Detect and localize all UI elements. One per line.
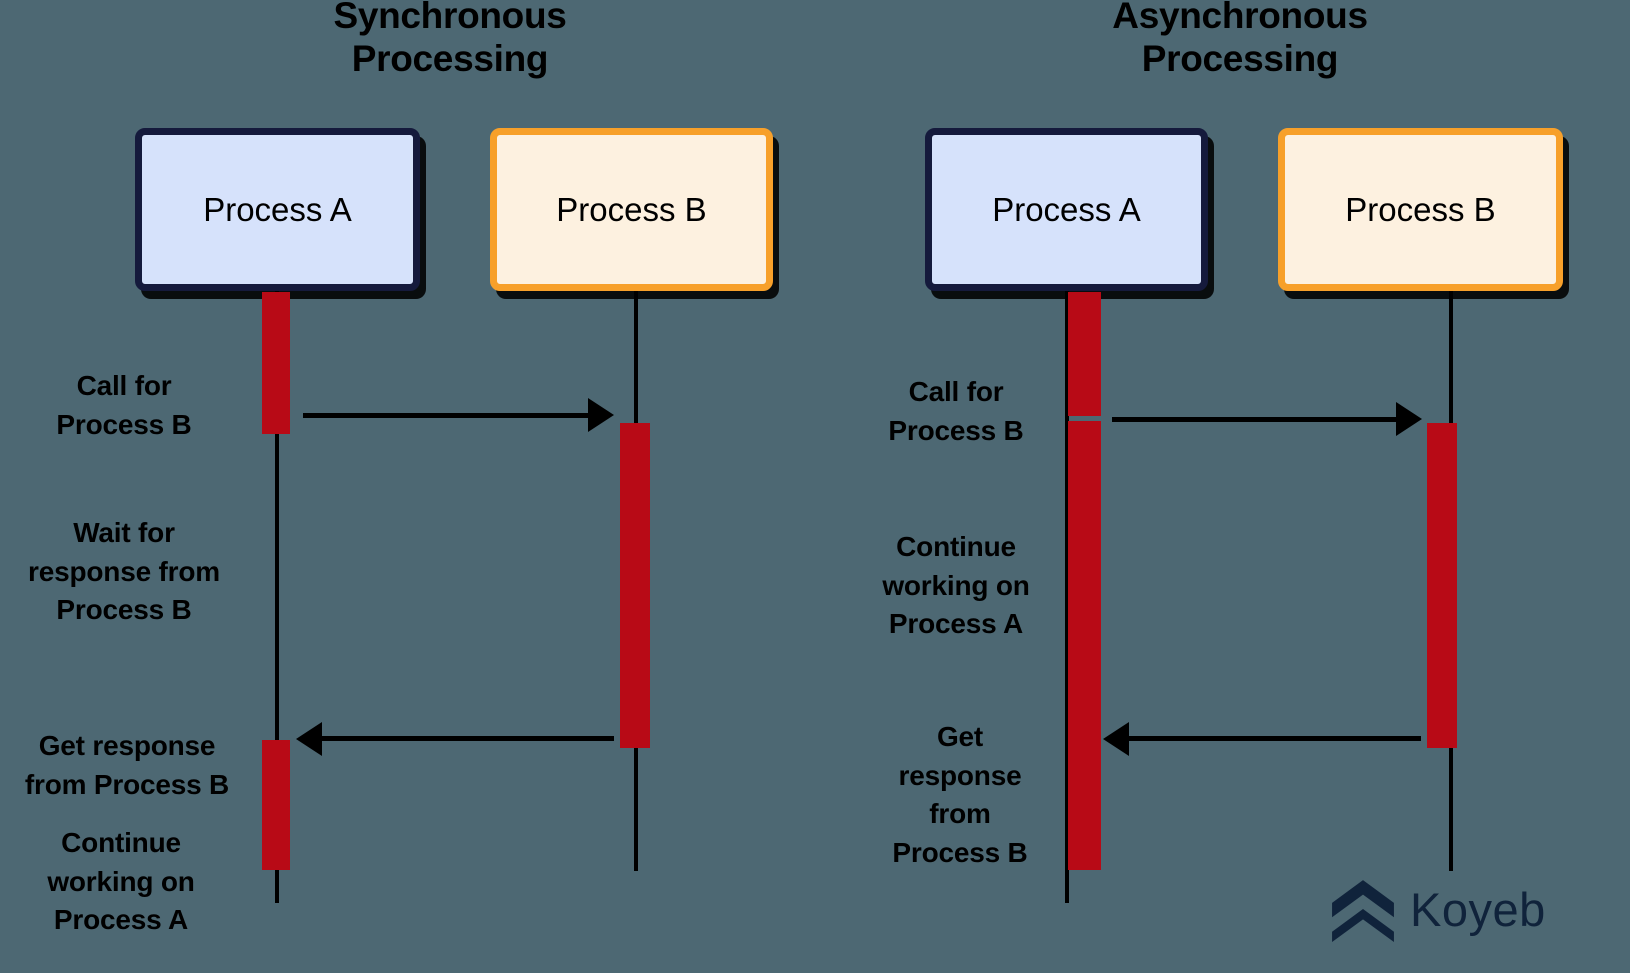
async-request-arrow-line: [1112, 417, 1401, 422]
koyeb-logo: Koyeb: [1330, 876, 1546, 942]
panel-title-synchronous: Synchronous Processing: [333, 0, 567, 79]
async-participant-process-b[interactable]: Process B: [1278, 128, 1563, 291]
sync-step-continue-working: Continue working on Process A: [47, 827, 195, 936]
sync-step-call-for-process-b: Call for Process B: [56, 370, 192, 440]
sync-step-wait-for-response: Wait for response from Process B: [28, 517, 220, 626]
sync-activation-a-final: [262, 740, 290, 870]
async-step-continue-working: Continue working on Process A: [882, 531, 1030, 640]
async-response-arrow-head: [1103, 722, 1129, 756]
sync-step-get-response: Get response from Process B: [24, 730, 230, 800]
async-response-arrow-line: [1125, 736, 1421, 741]
async-participant-process-a[interactable]: Process A: [925, 128, 1208, 291]
sync-response-arrow-line: [318, 736, 614, 741]
async-activation-b: [1427, 423, 1457, 748]
sync-request-arrow-line: [303, 413, 595, 418]
async-activation-a-lower: [1068, 421, 1101, 870]
panel-title-asynchronous: Asynchronous Processing: [1112, 0, 1368, 79]
sync-activation-a-initial: [262, 292, 290, 434]
async-step-call-for-process-b: Call for Process B: [888, 376, 1024, 446]
sync-response-arrow-head: [296, 722, 322, 756]
async-step-get-response: Get response from Process B: [892, 721, 1028, 868]
chevron-stack-icon: [1330, 876, 1396, 942]
async-activation-a-upper: [1068, 292, 1101, 416]
sync-participant-process-a[interactable]: Process A: [135, 128, 420, 291]
sync-request-arrow-head: [588, 398, 614, 432]
async-request-arrow-head: [1396, 402, 1422, 436]
async-lifeline-process-a: [1065, 291, 1069, 903]
sync-lifeline-process-a: [275, 291, 279, 903]
koyeb-wordmark: Koyeb: [1410, 882, 1546, 936]
sync-participant-process-b[interactable]: Process B: [490, 128, 773, 291]
sync-activation-b: [620, 423, 650, 748]
